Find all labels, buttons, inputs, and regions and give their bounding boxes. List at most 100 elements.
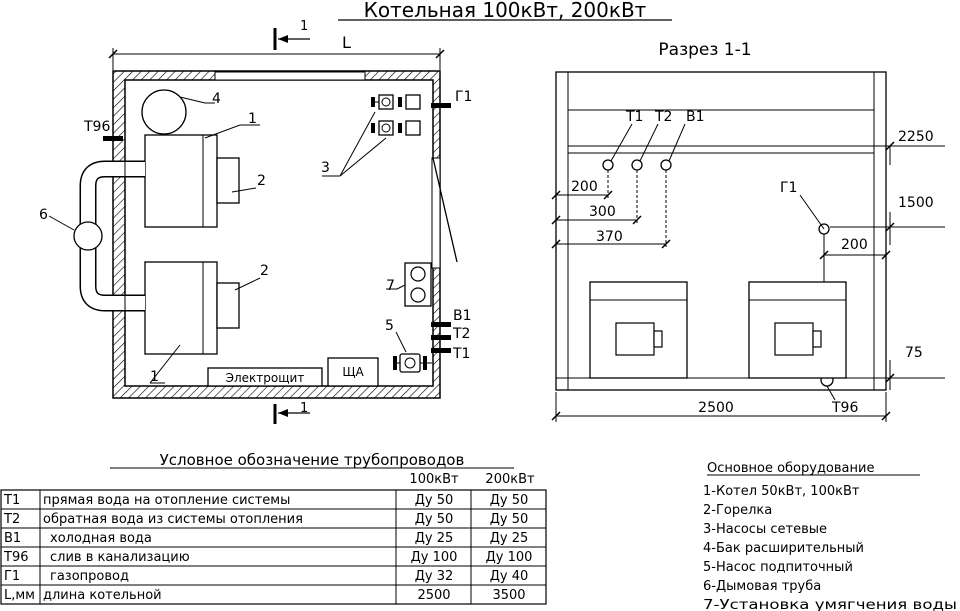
section-label-t2: Т2: [654, 109, 672, 125]
legend-row-code: Г1: [4, 569, 20, 584]
legend-row-desc: холодная вода: [50, 531, 152, 546]
dim-300: 300: [589, 204, 616, 220]
dim-tick-2500-a: [551, 411, 561, 421]
legend-row-code: Т1: [3, 493, 20, 508]
dim-tick-2250: [885, 141, 895, 151]
leader-1-top: [204, 124, 241, 139]
pipe-stub-t2: [431, 335, 451, 340]
leader-5: [395, 331, 407, 353]
legend-row-code: L,мм: [4, 588, 35, 603]
equipment-item: 2-Горелка: [703, 503, 772, 518]
dim-tick-300-a: [551, 215, 561, 225]
dim-tick-200a-a: [551, 190, 561, 200]
makeup-pump: [399, 353, 421, 373]
callout-3: 3: [321, 160, 330, 176]
section-label-v1: В1: [686, 109, 705, 125]
section-burner-right: [774, 322, 814, 356]
callout-1-bottom: 1: [150, 369, 159, 385]
legend-col-200: 200кВт: [485, 472, 535, 487]
dim-1500: 1500: [898, 195, 934, 211]
callout-6: 6: [39, 207, 48, 223]
legend-row-desc: прямая вода на отопление системы: [43, 493, 290, 508]
boiler-bottom: [144, 261, 218, 355]
section-title: Разрез 1-1: [658, 40, 751, 60]
electro-panel-label: Электрощит: [226, 371, 305, 385]
equipment-item: 3-Насосы сетевые: [703, 522, 827, 537]
burner-top: [216, 157, 240, 204]
legend-title: Условное обозначение трубопроводов: [160, 451, 465, 469]
equipment-item: 6-Дымовая труба: [703, 579, 821, 594]
legend-row-desc: длина котельной: [43, 588, 162, 603]
pump-b-rotor: [381, 123, 391, 133]
pump-a-valve: [405, 94, 421, 110]
legend-row-desc: обратная вода из системы отопления: [43, 512, 303, 527]
plan-label-g1: Г1: [455, 89, 472, 105]
leader-2-top: [231, 187, 257, 193]
softener-tank-b: [410, 287, 426, 303]
automation-panel-label: ЩА: [342, 365, 364, 379]
callout-2-bottom: 2: [260, 263, 269, 279]
leader-sec-t1: [610, 123, 633, 162]
legend-row-desc: слив в канализацию: [50, 550, 190, 565]
pump-b-flange-r: [398, 123, 402, 133]
section-pipe-t2: [631, 159, 643, 171]
callout-2-top: 2: [257, 173, 266, 189]
legend-row-value-100: Ду 50: [415, 493, 454, 508]
pipe-stub-t96: [103, 136, 123, 141]
legend-row-value-100: 2500: [417, 588, 450, 603]
leader-sec-t96: [826, 385, 836, 401]
dim-370: 370: [596, 229, 623, 245]
dim-tick-200b-a: [819, 250, 829, 260]
dim-tick-2500-b: [881, 411, 891, 421]
dim-tick-370-b: [661, 239, 671, 249]
leader-sec-v1: [668, 123, 686, 162]
dim-tick-1500: [885, 222, 895, 232]
pump-b-valve: [405, 120, 421, 136]
equipment-list: Основное оборудование 1-Котел 50кВт, 100…: [703, 461, 957, 611]
section-burner-right-nozzle: [812, 330, 822, 348]
leader-2-bottom: [234, 277, 261, 291]
pump-a-flange-l: [371, 97, 375, 107]
electro-panel: [207, 367, 323, 387]
leader-6: [48, 215, 75, 231]
legend-row-value-200: 3500: [492, 588, 525, 603]
makeup-pump-flange-l: [393, 356, 397, 370]
plan-label-v1: В1: [453, 308, 472, 324]
drawing-title: Котельная 100кВт, 200кВт: [364, 0, 647, 22]
pump-a-rotor: [381, 97, 391, 107]
dim-200b: 200: [841, 237, 868, 253]
dim-2250: 2250: [898, 129, 934, 145]
section-label-t96: Т96: [831, 400, 858, 416]
legend-row-code: Т96: [3, 550, 28, 565]
plan-label-t96: Т96: [83, 119, 110, 135]
dim-tick-200b-b: [881, 250, 891, 260]
pump-b-flange-l: [371, 123, 375, 133]
water-softener: [404, 262, 432, 307]
pipe-stub-g1: [431, 103, 451, 108]
legend-row-value-200: Ду 25: [490, 531, 529, 546]
equipment-title: Основное оборудование: [707, 461, 874, 476]
legend-row-code: В1: [4, 531, 21, 546]
section-label-t1: Т1: [625, 109, 643, 125]
circulation-pumps: [371, 94, 451, 136]
legend-row-value-100: Ду 100: [411, 550, 458, 565]
expansion-tank: [141, 89, 187, 135]
section-pipe-t1: [602, 159, 614, 171]
callout-4: 4: [212, 91, 221, 107]
dim-tick-75: [885, 373, 895, 383]
plan-label-t1: Т1: [452, 346, 470, 362]
legend-row-value-100: Ду 25: [415, 531, 454, 546]
section-arrowhead-bottom: [278, 409, 288, 417]
legend-row-code: Т2: [3, 512, 20, 527]
legend-row-value-200: Ду 50: [490, 512, 529, 527]
legend-col-100: 100кВт: [409, 472, 459, 487]
legend-row-value-200: Ду 50: [490, 493, 529, 508]
leader-3b: [339, 137, 387, 177]
plan-door-leaf: [432, 157, 458, 263]
dim-200a: 200: [571, 179, 598, 195]
plan-view: 1 1 L 4 1 2 2 1: [39, 19, 472, 424]
equipment-item: 7-Установка умягчения воды: [703, 598, 957, 611]
dim-2500: 2500: [698, 400, 734, 416]
plan-door-opening: [431, 157, 441, 269]
legend-row-value-100: Ду 32: [415, 569, 454, 584]
